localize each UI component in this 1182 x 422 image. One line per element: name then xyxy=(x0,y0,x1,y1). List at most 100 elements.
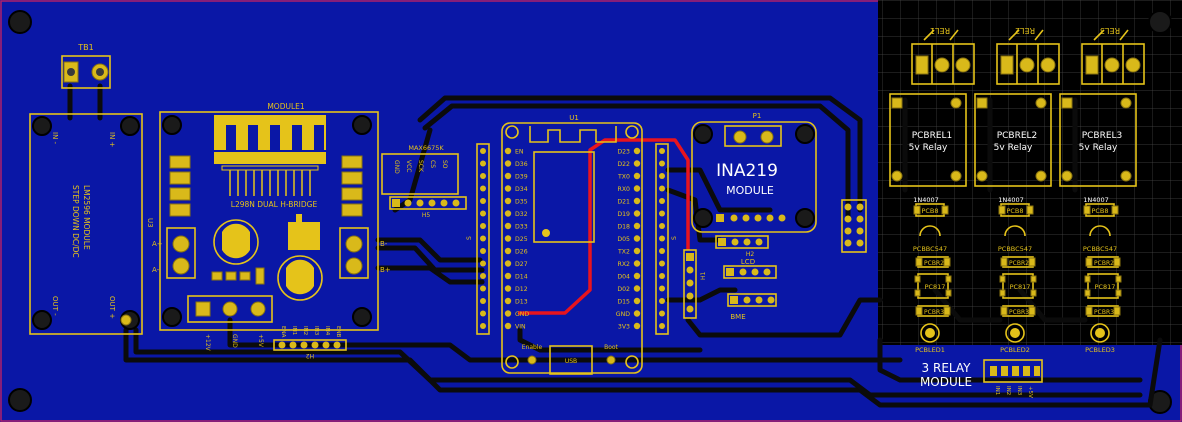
gnd-label: GND xyxy=(231,334,238,348)
relay-terminal-pad xyxy=(1000,55,1014,75)
esp-left-pin-label: D36 xyxy=(515,161,528,168)
out-plus-label: OUT + xyxy=(108,296,116,319)
relay-diode-pad xyxy=(1111,205,1119,215)
tb1-label: TB1 xyxy=(77,43,93,52)
relay-resistor-pad xyxy=(1000,257,1008,267)
relay-resistor2-label: PCBR3 xyxy=(1094,309,1114,316)
esp-left-pin xyxy=(504,285,512,292)
max-ref: H5 xyxy=(422,212,431,219)
esp-left-pin xyxy=(504,260,512,267)
enb-label: ENB xyxy=(335,326,341,338)
relay-pin xyxy=(1061,97,1073,109)
esp-left-pin-label: GND xyxy=(515,311,529,318)
esp-right-pin xyxy=(633,272,641,280)
relay-terminal-dividers xyxy=(1101,44,1124,84)
max-pin-4: SO xyxy=(441,160,448,169)
esp-left-pin-label: EN xyxy=(515,149,524,156)
relay-diode-pad xyxy=(941,205,949,215)
esp-left-pin-label: D34 xyxy=(515,186,528,193)
module1-label: MODULE1 xyxy=(267,102,305,111)
esp-right-pin-label: D22 xyxy=(617,161,630,168)
esp-left-pin-label: D39 xyxy=(515,174,528,181)
esp-left-outer-pin xyxy=(480,160,486,167)
relay-terminal-pad xyxy=(955,57,971,73)
relay-opto-pad xyxy=(999,289,1006,297)
relay-led-label: PCBLED3 xyxy=(1085,346,1115,354)
esp-right-outer-pin xyxy=(659,173,665,179)
relay-led-label: PCBLED2 xyxy=(1000,346,1030,354)
relay-opto-pad xyxy=(1115,289,1122,297)
esp-right-pin xyxy=(633,185,641,192)
relay-opto-pad xyxy=(999,275,1006,283)
a-plus-label: A+ xyxy=(152,240,163,248)
relay-hdr-2: IN3 xyxy=(1016,386,1022,396)
esp-right-pin-label: D19 xyxy=(617,211,630,218)
b-minus-label: B- xyxy=(380,240,388,248)
relay-led-pad xyxy=(1010,328,1020,338)
esp-left-pin xyxy=(504,160,512,167)
esp-left-pin-label: D26 xyxy=(515,249,528,256)
esp-right-pin xyxy=(633,172,641,180)
relay-opto-pad xyxy=(914,289,921,297)
esp-right-pin-label: D18 xyxy=(617,224,630,231)
max-pin-3: CS xyxy=(429,160,436,168)
esp-left-pin xyxy=(504,222,512,230)
ina-subtitle: MODULE xyxy=(726,184,774,197)
lcd-label: LCD xyxy=(741,258,755,266)
relay-transistor-outline xyxy=(1004,225,1026,237)
relay-resistor2-label: PCBR3 xyxy=(924,309,944,316)
h1-header: H1 xyxy=(683,249,707,319)
esp-left-pin-label: D13 xyxy=(515,299,528,306)
relay-resistor-label: PCBR2 xyxy=(1094,260,1114,267)
p1-label: P1 xyxy=(753,112,762,120)
esp-right-outer-pin xyxy=(659,285,665,292)
relay-led-outline xyxy=(1005,323,1025,343)
u1-label: U1 xyxy=(569,114,579,122)
esp-left-pin xyxy=(504,272,512,280)
relay-resistor2-pad xyxy=(1000,306,1008,316)
esp-left-outer-pin xyxy=(480,298,486,304)
esp-right-pin-label: TX2 xyxy=(617,249,630,256)
esp-left-pin-label: VIN xyxy=(515,324,526,331)
esp-left-pin xyxy=(504,210,512,217)
esp-right-pin-label: D05 xyxy=(617,236,630,243)
relay-diode-label: 1N4007 xyxy=(1083,196,1109,204)
esp-right-pin xyxy=(633,310,641,317)
esp-right-pin xyxy=(633,297,641,305)
esp-right-pin-label: RX0 xyxy=(618,186,631,193)
a-minus-label: A- xyxy=(152,266,160,274)
esp-left-outer-pin xyxy=(480,285,486,292)
esp-left-pin xyxy=(504,197,512,205)
in4-label: IN4 xyxy=(324,326,330,336)
esp-left-pin-label: D33 xyxy=(515,224,528,231)
relay-ref: REL1 xyxy=(930,26,950,35)
esp-left-pin xyxy=(504,322,512,330)
relay-opto-pad xyxy=(1084,275,1091,283)
ina-title: INA219 xyxy=(716,161,778,181)
relay-opto-pad xyxy=(1084,289,1091,297)
esp-right-outer-pin xyxy=(659,148,665,154)
relay-resistor-pad xyxy=(915,257,923,267)
relay-diode-ref: PCB8 xyxy=(921,207,938,215)
esp-right-pin xyxy=(633,222,641,230)
u3-title: LM2596 MODULE xyxy=(82,185,91,250)
relay-resistor2-pad xyxy=(943,306,951,316)
relay-opto-pad xyxy=(945,289,952,297)
tb1-terminal-block: TB1 xyxy=(61,43,111,89)
relay-diode-pad xyxy=(913,205,921,215)
relay-transistor-outline xyxy=(919,225,941,237)
esp-right-pin-label: D15 xyxy=(617,299,630,306)
esp-left-outer-pin xyxy=(480,198,486,204)
relay-opto-pad xyxy=(1115,275,1122,283)
relay-terminal-dividers xyxy=(1016,44,1039,84)
relay-resistor2-label: PCBR3 xyxy=(1009,309,1029,316)
esp-left-pin xyxy=(504,172,512,180)
relay-copper-pour xyxy=(878,0,1182,345)
max6675-module: MAX6675K GND VCC SCK CS SO H5 xyxy=(381,144,467,219)
relay-transistor-label: PCBBC547 xyxy=(1083,245,1117,253)
relay-diode-label: 1N4007 xyxy=(913,196,939,204)
relay-ref: REL3 xyxy=(1100,26,1120,35)
esp-right-pin-label: D02 xyxy=(617,286,630,293)
relay-resistor-pad xyxy=(943,257,951,267)
